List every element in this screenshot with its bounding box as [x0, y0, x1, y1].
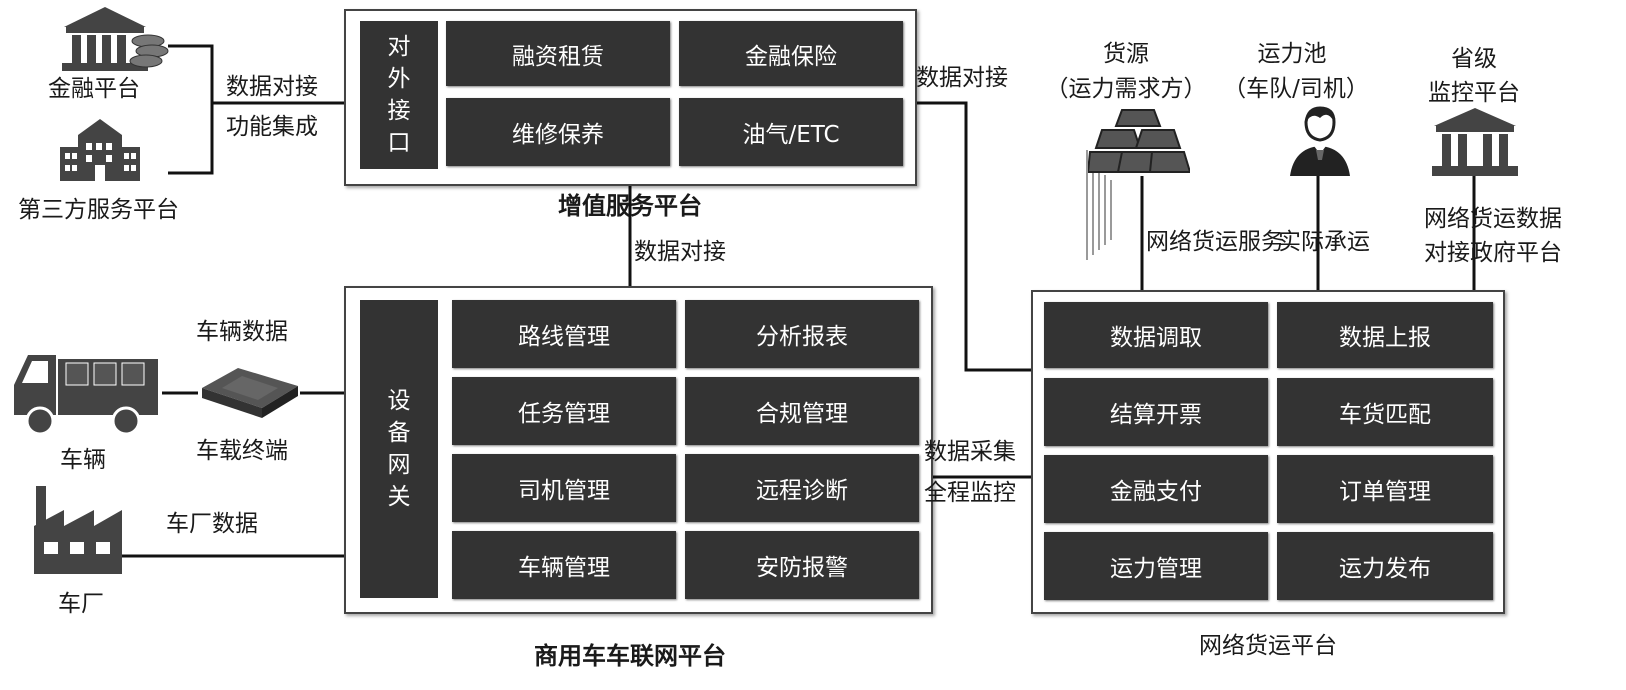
- vehicle-label: 车辆: [60, 447, 106, 473]
- device-gateway-char: 设: [387, 388, 411, 414]
- government-building-icon: [1432, 108, 1518, 176]
- tile-task-management: 任务管理: [452, 377, 676, 445]
- freight-service-label: 网络货运服务: [1146, 229, 1284, 255]
- tile-cargo-matching: 车货匹配: [1277, 378, 1493, 446]
- device-gateway-char: 备: [387, 420, 411, 446]
- value-added-platform-title: 增值服务平台: [558, 192, 702, 220]
- factory-data-label: 车厂数据: [166, 511, 258, 537]
- value-to-vehicle-label: 数据对接: [634, 239, 726, 265]
- tile-data-retrieval: 数据调取: [1044, 302, 1268, 368]
- left-link-label-1: 数据对接: [226, 74, 318, 100]
- capacity-pool-label-1: 运力池: [1257, 41, 1327, 67]
- tile-compliance-management: 合规管理: [685, 377, 919, 445]
- vehicle-data-label: 车辆数据: [196, 319, 288, 345]
- actual-transport-label: 实际承运: [1278, 229, 1370, 255]
- factory-icon: [34, 486, 122, 574]
- bank-coins-icon: [62, 7, 169, 71]
- tile-capacity-publish: 运力发布: [1277, 532, 1493, 600]
- external-interface-char: 对: [387, 34, 411, 60]
- finance-platform-label: 金融平台: [48, 76, 140, 102]
- tile-driver-management: 司机管理: [452, 454, 676, 522]
- tile-finance-leasing: 融资租赁: [446, 21, 670, 86]
- tile-fuel-etc: 油气/ETC: [679, 98, 903, 166]
- gov-data-label-1: 网络货运数据: [1424, 206, 1562, 232]
- provincial-label-2: 监控平台: [1428, 80, 1520, 106]
- capacity-pool-label-2: （车队/司机）: [1223, 76, 1369, 102]
- device-gateway-bar: 设 备 网 关: [360, 300, 438, 598]
- tile-vehicle-management: 车辆管理: [452, 531, 676, 599]
- device-gateway-char: 网: [387, 452, 411, 478]
- tile-finance-insurance: 金融保险: [679, 21, 903, 86]
- value-to-freight-label: 数据对接: [916, 65, 1008, 91]
- tile-order-management: 订单管理: [1277, 455, 1493, 523]
- vehicle-platform-title: 商用车车联网平台: [534, 642, 726, 670]
- tile-remote-diagnosis: 远程诊断: [685, 454, 919, 522]
- tile-data-report: 数据上报: [1277, 302, 1493, 368]
- external-interface-char: 接: [387, 98, 411, 124]
- line-finance: [168, 44, 214, 175]
- building-icon: [60, 119, 140, 181]
- device-gateway-char: 关: [387, 484, 411, 510]
- tile-security-alarm: 安防报警: [685, 531, 919, 599]
- cargo-source-label-2: （运力需求方）: [1045, 76, 1207, 102]
- collect-label-2: 全程监控: [924, 480, 1016, 506]
- tile-settlement-invoice: 结算开票: [1044, 378, 1268, 446]
- cargo-source-label-1: 货源: [1103, 41, 1149, 67]
- gold-bars-icon: [1088, 109, 1190, 173]
- collect-label-1: 数据采集: [924, 439, 1016, 465]
- freight-platform-title: 网络货运平台: [1199, 633, 1337, 659]
- tile-route-management: 路线管理: [452, 300, 676, 368]
- tile-capacity-management: 运力管理: [1044, 532, 1268, 600]
- driver-icon: [1290, 106, 1350, 176]
- tile-financial-payment: 金融支付: [1044, 455, 1268, 523]
- tile-analysis-report: 分析报表: [685, 300, 919, 368]
- external-interface-bar: 对 外 接 口: [360, 21, 438, 169]
- factory-label: 车厂: [58, 591, 104, 617]
- external-interface-char: 口: [387, 130, 411, 156]
- onboard-terminal-label: 车载终端: [196, 438, 288, 464]
- speed-streaks: [1086, 150, 1112, 260]
- gov-data-label-2: 对接政府平台: [1424, 240, 1562, 266]
- truck-icon: [14, 355, 158, 436]
- external-interface-char: 外: [387, 66, 411, 92]
- tile-maintenance: 维修保养: [446, 98, 670, 166]
- third-party-platform-label: 第三方服务平台: [18, 197, 179, 223]
- left-link-label-2: 功能集成: [226, 114, 318, 140]
- terminal-device-icon: [202, 368, 298, 418]
- line-value-to-freight: [917, 101, 1058, 372]
- provincial-label-1: 省级: [1451, 46, 1497, 72]
